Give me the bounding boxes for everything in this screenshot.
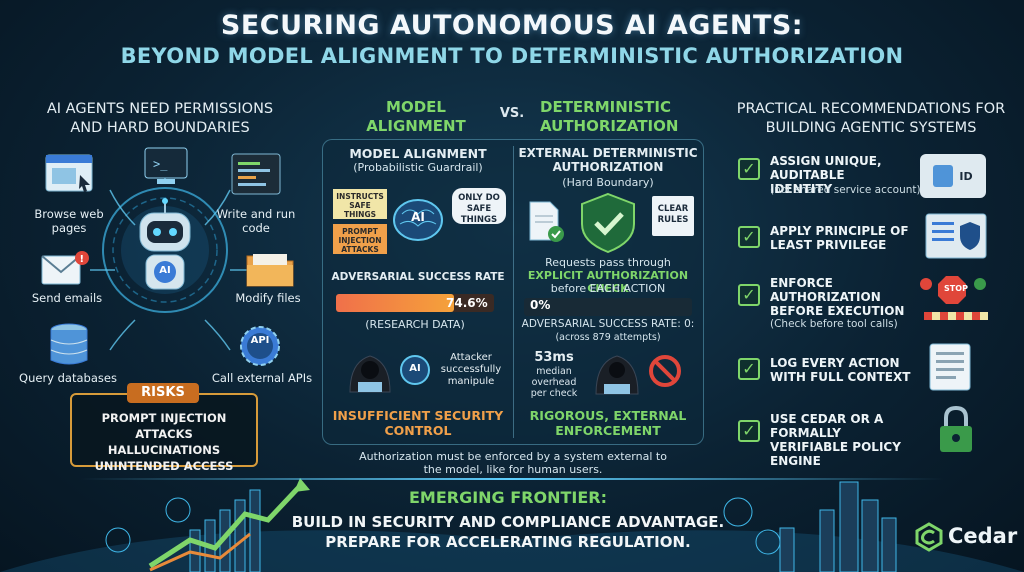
capability-code-label: Write and run code (216, 207, 296, 235)
api-badge: API (250, 335, 270, 346)
recommendation-text: ASSIGN UNIQUE, AUDITABLE IDENTITY (770, 154, 882, 196)
recommendation-item: ✓ APPLY PRINCIPLE OF LEAST PRIVILEGE (738, 222, 1008, 278)
robot-ai-badge: AI (159, 265, 171, 276)
alignment-rate-source: (RESEARCH DATA) (365, 318, 465, 331)
recommendation-sub: (not shared service account) (770, 184, 921, 196)
recommendation-text: USE CEDAR OR A FORMALLY VERIFIABLE POLIC… (770, 412, 901, 468)
main-title: SECURING AUTONOMOUS AI AGENTS: (220, 10, 804, 41)
prohibited-icon (649, 355, 681, 387)
ai-chip-icon (400, 355, 430, 385)
checkbox-checked-icon: ✓ (738, 358, 760, 380)
attacker-text: Attacker successfully manipule (440, 352, 502, 387)
capability-browse-label: Browse web pages (34, 207, 104, 235)
cedar-logo-icon (915, 522, 943, 552)
authorization-rate-attempts: (across 879 attempts) (555, 332, 661, 343)
left-heading: AI AGENTS NEED PERMISSIONS AND HARD BOUN… (46, 101, 274, 136)
recommendation-sub: (Check before tool calls) (770, 318, 898, 330)
alignment-rate-bar (336, 294, 494, 312)
panel-divider (513, 146, 514, 438)
enforcement-footnote: Authorization must be enforced by a syst… (359, 450, 667, 476)
email-icon: ! (41, 251, 89, 285)
authorization-title: EXTERNAL DETERMINISTIC AUTHORIZATION (518, 146, 698, 174)
shield-check-icon (581, 192, 635, 254)
stop-sign-label: STOP (944, 284, 968, 293)
divider-glow (80, 478, 944, 480)
capability-api-label: Call external APIs (211, 371, 313, 385)
cedar-brand: Cedar (948, 524, 1018, 548)
alignment-title: MODEL ALIGNMENT (349, 146, 487, 161)
capability-files-label: Modify files (235, 291, 301, 305)
risks-label: RISKS (127, 383, 199, 403)
brain-icon (393, 199, 443, 241)
alignment-rate-bar-fill (336, 294, 454, 312)
document-check-icon (529, 201, 564, 242)
frontier-heading: EMERGING FRONTIER: (408, 488, 608, 507)
capability-db-label: Query databases (19, 371, 117, 385)
authorization-rate-label: ADVERSARIAL SUCCESS RATE: 0: (521, 318, 695, 330)
safe-things-bubble: ONLY DO SAFE THINGS (452, 188, 506, 225)
recommendation-text: ENFORCE AUTHORIZATION BEFORE EXECUTION (770, 276, 905, 318)
checkbox-checked-icon: ✓ (738, 284, 760, 306)
right-heading: PRACTICAL RECOMMENDATIONS FOR BUILDING A… (736, 101, 1006, 136)
risk-item: PROMPT INJECTION ATTACKS (101, 411, 227, 441)
clear-rules-note: CLEAR RULES (652, 196, 694, 236)
folder-icon (246, 254, 294, 287)
note-instructs-safe: INSTRUCTS SAFE THINGS (333, 189, 387, 219)
svg-text:!: ! (80, 254, 85, 265)
capability-email-label: Send emails (31, 291, 103, 305)
vs-label: VS. (499, 106, 525, 121)
authorization-verdict: RIGOROUS, EXTERNAL ENFORCEMENT (529, 408, 687, 438)
frontier-line-2: PREPARE FOR ACCELERATING REGULATION. (325, 533, 691, 551)
latency-label: median overhead per check (530, 366, 578, 399)
id-card-icon: ID (920, 154, 986, 198)
log-scroll-icon (929, 343, 971, 391)
api-gear-icon (240, 326, 280, 366)
attacker-ai-badge: AI (409, 363, 421, 374)
recommendation-item: ✓ LOG EVERY ACTION WITH FULL CONTEXT (738, 354, 1008, 410)
latency-value: 53ms (534, 350, 574, 365)
browser-icon (45, 154, 93, 192)
least-privilege-shield-icon (925, 213, 987, 259)
frontier-line-1: BUILD IN SECURITY AND COMPLIANCE ADVANTA… (291, 513, 725, 531)
pass-line-1: Requests pass through (545, 256, 671, 269)
code-editor-icon (231, 153, 281, 195)
bottom-skyline-illustration (0, 478, 1024, 572)
stop-barrier-icon (920, 276, 988, 320)
agent-robot-illustration (102, 187, 228, 313)
database-icon (50, 323, 88, 365)
recommendation-text: APPLY PRINCIPLE OF LEAST PRIVILEGE (770, 224, 909, 252)
pass-line-3: before EACH ACTION (550, 282, 666, 295)
recommendation-item: ✓ USE CEDAR OR A FORMALLY VERIFIABLE POL… (738, 412, 1008, 468)
hooded-attacker-icon (349, 355, 391, 393)
authorization-rate-value: 0% (530, 298, 551, 312)
checkbox-checked-icon: ✓ (738, 226, 760, 248)
authorization-rate-bar (524, 298, 692, 316)
risk-item: UNINTENDED ACCESS (94, 459, 234, 473)
checkbox-checked-icon: ✓ (738, 158, 760, 180)
alignment-rate-label: ADVERSARIAL SUCCESS RATE (331, 271, 505, 283)
svg-text:>_: >_ (153, 157, 168, 171)
blocked-attacker-icon (595, 355, 639, 395)
authorization-subtitle: (Hard Boundary) (562, 176, 654, 189)
id-card-label: ID (959, 169, 973, 183)
risk-item: HALLUCINATIONS (107, 443, 221, 457)
alignment-rate-value: 74.6% (446, 296, 488, 310)
recommendation-item: ✓ ENFORCE AUTHORIZATION BEFORE EXECUTION… (738, 276, 1008, 332)
policy-lock-icon (940, 405, 972, 452)
main-subtitle: BEYOND MODEL ALIGNMENT TO DETERMINISTIC … (120, 44, 904, 68)
checkbox-checked-icon: ✓ (738, 420, 760, 442)
head-model-alignment: MODEL ALIGNMENT (366, 98, 466, 135)
note-prompt-injection: PROMPT INJECTION ATTACKS (333, 224, 387, 254)
brain-ai-badge: AI (411, 210, 425, 224)
head-deterministic-authorization: DETERMINISTIC AUTHORIZATION (540, 98, 679, 135)
frontier-section: EMERGING FRONTIER: BUILD IN SECURITY AND… (228, 488, 788, 564)
terminal-icon: >_ (144, 147, 188, 184)
pass-line-2: EXPLICIT AUTHORIZATION CHECK (527, 269, 689, 295)
risks-box: PROMPT INJECTION ATTACKS HALLUCINATIONS … (70, 393, 258, 473)
alignment-subtitle: (Probabilistic Guardrail) (353, 161, 483, 174)
recommendation-item: ✓ ASSIGN UNIQUE, AUDITABLE IDENTITY (not… (738, 152, 1008, 208)
recommendation-text: LOG EVERY ACTION WITH FULL CONTEXT (770, 356, 911, 384)
alignment-verdict: INSUFFICIENT SECURITY CONTROL (332, 408, 504, 438)
